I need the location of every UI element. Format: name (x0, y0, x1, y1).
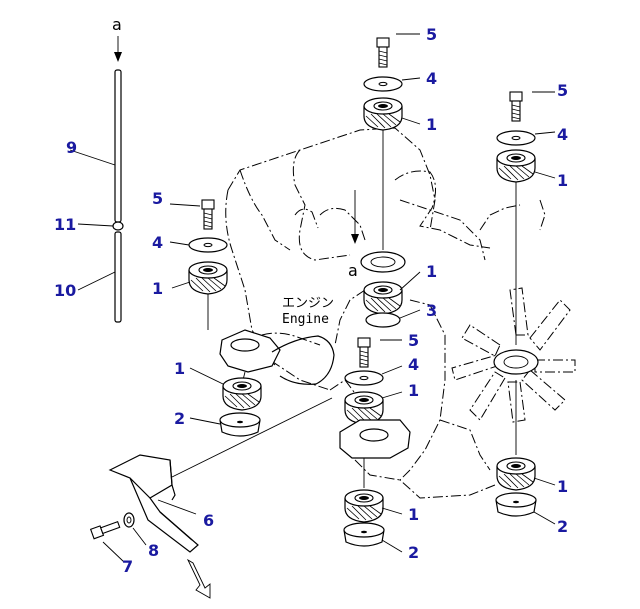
center-bracket (339, 419, 411, 488)
callout-1-center-mid: 1 (408, 381, 419, 400)
center-top-mount (363, 33, 421, 250)
dipstick-assembly: a (69, 15, 124, 323)
svg-text:a: a (348, 261, 358, 280)
callout-1-left-bottom: 1 (174, 359, 185, 378)
callout-1-left-top: 1 (152, 279, 163, 298)
right-fan-assembly (451, 91, 576, 525)
lower-left-bracket (89, 397, 333, 599)
callout-numbers: 5 4 1 1 3 5 4 1 1 2 5 4 1 1 2 5 4 1 1 2 … (54, 25, 568, 576)
callout-1-right-bottom: 1 (557, 477, 568, 496)
callout-3: 3 (426, 301, 437, 320)
callout-2-left: 2 (174, 409, 185, 428)
callout-7: 7 (122, 557, 133, 576)
engine-label-jp: エンジン (282, 296, 334, 311)
center-engine-seat (360, 251, 421, 328)
center-middle-mount (344, 337, 403, 425)
callout-4-left: 4 (152, 233, 163, 252)
left-mount (169, 199, 335, 437)
callout-1-right-top: 1 (557, 171, 568, 190)
center-bottom-mount (343, 489, 403, 553)
callout-4-center-mid: 4 (408, 355, 419, 374)
callout-4-right: 4 (557, 125, 568, 144)
callout-9: 9 (66, 138, 77, 157)
callout-1-center-bottom: 1 (408, 505, 419, 524)
callout-11: 11 (54, 215, 76, 234)
callout-5-right: 5 (557, 81, 568, 100)
fan-blades (451, 287, 576, 423)
callout-1-center-seat: 1 (426, 262, 437, 281)
callout-4-center-top: 4 (426, 69, 437, 88)
callout-6: 6 (203, 511, 214, 530)
section-marker-center: a (348, 190, 359, 280)
section-marker-top: a (112, 15, 122, 34)
callout-1-center-top: 1 (426, 115, 437, 134)
callout-5-left: 5 (152, 189, 163, 208)
callout-8: 8 (148, 541, 159, 560)
callout-2-center-bottom: 2 (408, 543, 419, 562)
callout-5-center-mid: 5 (408, 331, 419, 350)
engine-label-en: Engine (282, 312, 329, 327)
callout-10: 10 (54, 281, 76, 300)
callout-5-center-top: 5 (426, 25, 437, 44)
callout-2-right: 2 (557, 517, 568, 536)
